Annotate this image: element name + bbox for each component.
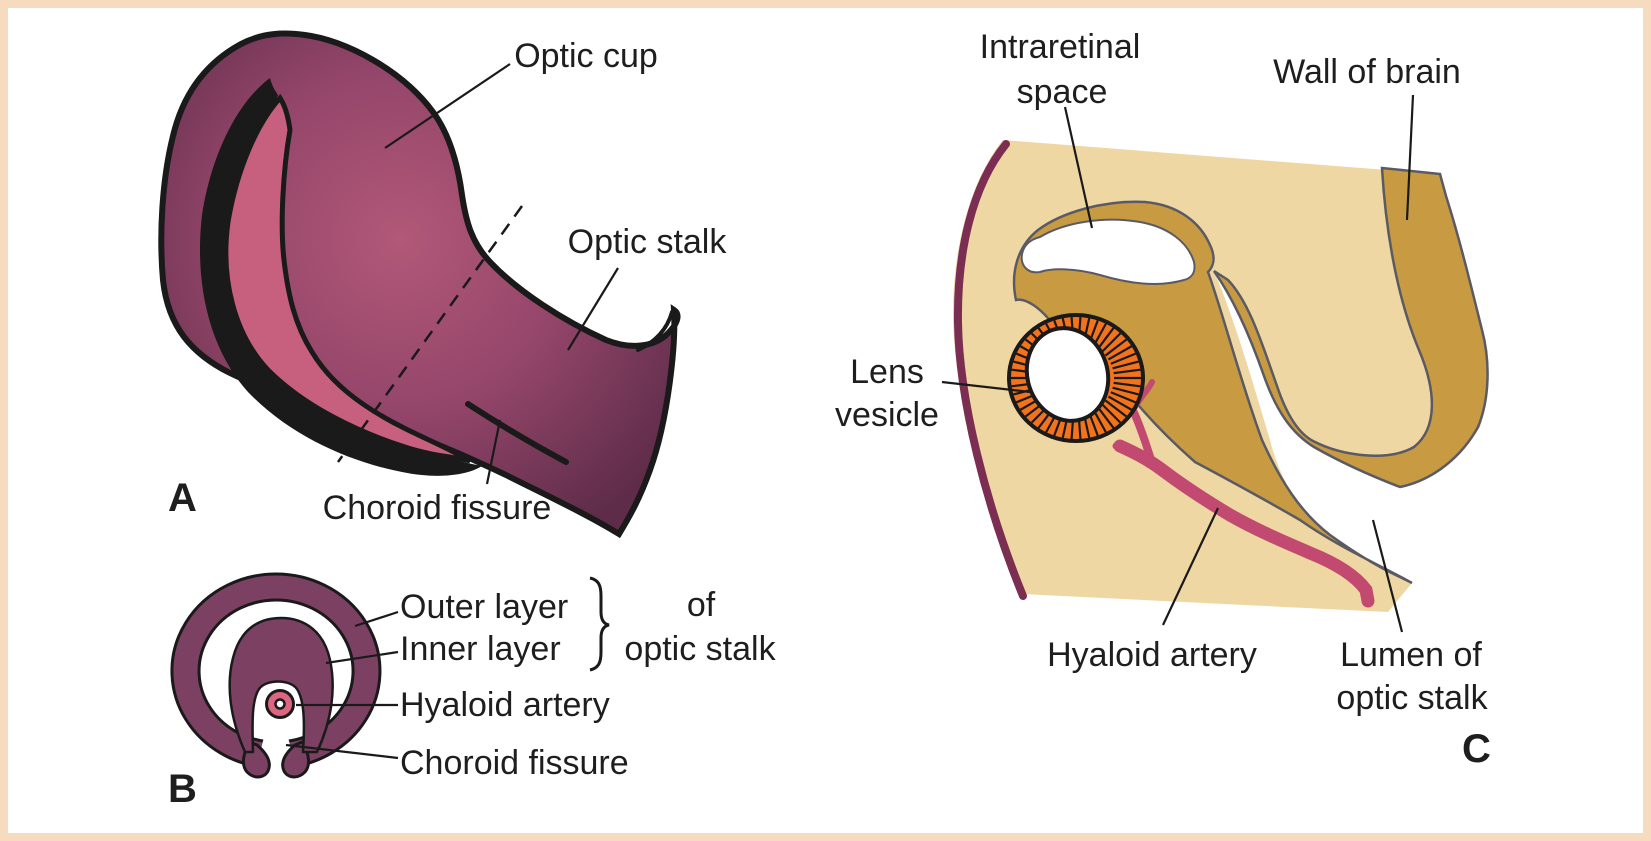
choroid-fissure-label-a: Choroid fissure (323, 489, 552, 527)
wall-of-brain-label: Wall of brain (1273, 53, 1461, 91)
hyaloid-artery-leader-line-c (1162, 507, 1219, 626)
surface-ectoderm-strip (953, 140, 1027, 600)
panel-a-optic-cup-stalk: Optic cup Optic stalk Choroid fissure A (158, 30, 728, 539)
intraretinal-space-shape (1020, 218, 1196, 285)
choroid-fissure-leader-line (485, 419, 502, 485)
outer-layer-label: Outer layer (400, 588, 568, 626)
intraretinal-space-label-line2: space (1017, 73, 1108, 111)
optic-cup-stalk-body (158, 30, 681, 539)
choroid-fissure-label-b: Choroid fissure (400, 744, 629, 782)
optic-cup-label: Optic cup (514, 37, 658, 75)
inner-layer-leader-line (325, 650, 399, 665)
lumen-label-line2: optic stalk (1336, 679, 1488, 717)
inner-layer-label: Inner layer (400, 630, 561, 668)
choroid-fissure-groove (465, 401, 569, 465)
panel-c-section: Intraretinal space Wall of brain Lens ve… (835, 28, 1491, 771)
optic-cup-inner-layer (223, 93, 472, 464)
brace (589, 576, 610, 672)
lens-vesicle-leader-line (941, 380, 1031, 394)
hyaloid-artery-lumen-dot (274, 698, 286, 710)
outer-layer-leader-line (354, 610, 399, 628)
intraretinal-space-leader-line (1063, 106, 1094, 229)
hyaloid-artery-label-c: Hyaloid artery (1047, 636, 1257, 674)
optic-cup-rim-shadow (199, 78, 482, 476)
optic-stalk-leader-line (567, 267, 619, 351)
optic-cup-leader-line (384, 63, 511, 149)
intraretinal-space-label-line1: Intraretinal (980, 28, 1141, 66)
optic-cup-band (1012, 200, 1413, 585)
brain-wall-band (1212, 166, 1489, 489)
lens-vesicle-cavity (1024, 326, 1111, 423)
panel-b-optic-stalk-section: Outer layer Inner layer of optic stalk H… (168, 572, 777, 811)
lumen-label-line1: Lumen of (1340, 636, 1482, 674)
brace-of-label: of (687, 586, 716, 624)
lens-vesicle-label-line1: Lens (850, 353, 924, 391)
lens-vesicle (1007, 313, 1145, 443)
panel-a-letter: A (168, 476, 197, 520)
optic-stalk-hook-flick (636, 310, 674, 352)
choroid-fissure-leader-line-b (285, 743, 399, 760)
cup-stalk-boundary-dashed-line (336, 205, 524, 463)
lens-vesicle-label-line2: vesicle (835, 396, 939, 434)
hyaloid-artery-label-b: Hyaloid artery (400, 686, 610, 724)
lumen-leader-line (1371, 519, 1404, 633)
wall-of-brain-leader-line (1405, 94, 1415, 221)
panel-c-letter: C (1462, 727, 1491, 771)
hyaloid-artery-branch-4 (1112, 442, 1152, 464)
panel-b-letter: B (168, 767, 197, 811)
optic-stalk-label: Optic stalk (568, 223, 728, 261)
hyaloid-artery-trunk (1113, 439, 1375, 608)
brace-optic-stalk-label: optic stalk (624, 630, 776, 668)
